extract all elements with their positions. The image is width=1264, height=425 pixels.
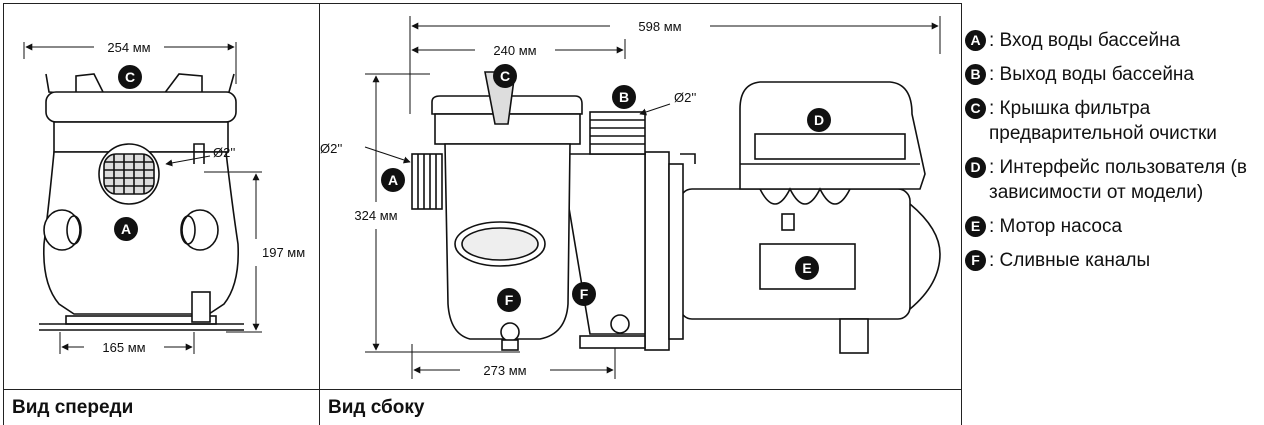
legend: A : Вход воды бассейна B : Выход воды ба… <box>963 28 1263 282</box>
side-pump-body <box>411 71 941 354</box>
svg-text:F: F <box>505 292 514 308</box>
side-outlet-diameter: Ø2'' <box>674 90 696 105</box>
side-marker-e: E <box>795 256 819 280</box>
legend-text-e: : Мотор насоса <box>989 216 1123 237</box>
legend-item-f: F : Сливные каналы <box>963 248 1263 273</box>
side-marker-f2: F <box>572 282 596 306</box>
svg-text:F: F <box>580 286 589 302</box>
side-marker-a: A <box>381 168 405 192</box>
svg-text:C: C <box>500 68 510 84</box>
legend-item-d: D : Интерфейс пользователя (в зависимост… <box>963 155 1263 205</box>
front-marker-a-label: A <box>121 221 131 237</box>
svg-text:D: D <box>814 112 824 128</box>
legend-item-c: C : Крышка фильтра предварительной очист… <box>963 96 1263 146</box>
front-inlet-diameter: Ø2'' <box>213 145 235 160</box>
side-height-label: 324 мм <box>354 208 397 223</box>
side-view-caption: Вид сбоку <box>328 397 425 418</box>
legend-badge-a: A <box>965 30 986 51</box>
side-marker-b: B <box>612 85 636 109</box>
legend-text-a: : Вход воды бассейна <box>989 30 1181 51</box>
legend-badge-d: D <box>965 157 986 178</box>
front-height-label: 197 мм <box>262 245 305 260</box>
legend-badge-c: C <box>965 98 986 119</box>
front-view-drawing: 254 мм <box>23 40 305 355</box>
legend-item-e: E : Мотор насоса <box>963 214 1263 239</box>
legend-badge-b: B <box>965 64 986 85</box>
side-base-label: 273 мм <box>483 363 526 378</box>
svg-text:A: A <box>388 172 398 188</box>
side-view-drawing: 598 мм 240 мм 324 мм 273 мм <box>320 16 941 379</box>
side-total-length: 598 мм <box>638 19 681 34</box>
front-view-panel: 254 мм <box>3 3 320 390</box>
front-marker-a <box>114 217 138 241</box>
legend-text-b: : Выход воды бассейна <box>989 64 1194 85</box>
side-marker-c: C <box>493 64 517 88</box>
legend-item-b: B : Выход воды бассейна <box>963 62 1263 87</box>
side-marker-f1: F <box>497 288 521 312</box>
front-pump-body <box>39 73 244 331</box>
side-view-panel: 598 мм 240 мм 324 мм 273 мм <box>319 3 962 390</box>
front-view-caption: Вид спереди <box>12 397 134 418</box>
side-filter-length: 240 мм <box>493 43 536 58</box>
legend-text-f: : Сливные каналы <box>989 250 1151 271</box>
front-marker-c-label: C <box>125 69 135 85</box>
legend-text-c: : Крышка фильтра предварительной очистки <box>989 98 1217 144</box>
front-base-label: 165 мм <box>102 340 145 355</box>
legend-item-a: A : Вход воды бассейна <box>963 28 1263 53</box>
front-caption-cell: Вид спереди <box>3 389 320 425</box>
side-inlet-diameter: Ø2'' <box>320 141 342 156</box>
svg-text:B: B <box>619 89 629 105</box>
legend-badge-f: F <box>965 250 986 271</box>
legend-text-d: : Интерфейс пользователя (в зависимости … <box>989 157 1247 203</box>
svg-text:E: E <box>802 260 811 276</box>
front-width-label: 254 мм <box>107 40 150 55</box>
side-marker-d: D <box>807 108 831 132</box>
legend-badge-e: E <box>965 216 986 237</box>
side-caption-cell: Вид сбоку <box>319 389 962 425</box>
front-marker-c <box>118 65 142 89</box>
